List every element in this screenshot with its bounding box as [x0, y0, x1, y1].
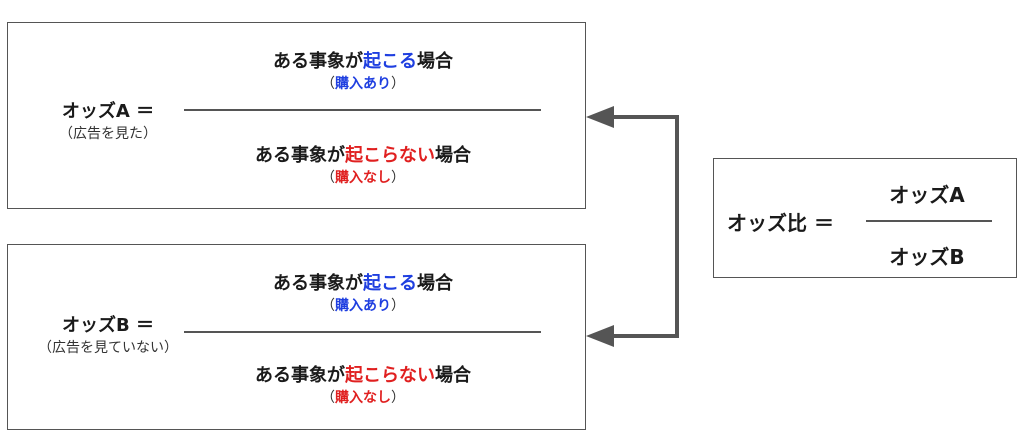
odds-ratio-fraction-line	[866, 220, 992, 222]
odds-b-denominator-post: 場合	[435, 365, 471, 386]
odds-a-numerator: ある事象が起こる場合	[188, 47, 538, 73]
odds-ratio-denominator: オッズB	[889, 245, 965, 269]
paren-close: ）	[391, 298, 405, 314]
odds-a-numerator-sub: （購入あり）	[188, 73, 538, 93]
paren-open: （	[321, 170, 335, 186]
paren-open: （	[321, 390, 335, 406]
odds-a-denominator-event: 起こらない	[345, 145, 435, 166]
paren-close: ）	[391, 390, 405, 406]
odds-b-box: オッズB ＝ （広告を見ていない） ある事象が起こる場合 （購入あり） ある事象…	[7, 244, 586, 430]
odds-b-label: オッズB ＝	[62, 315, 154, 336]
odds-b-denominator-pre: ある事象が	[255, 365, 345, 386]
purchase-yes-label: 購入あり	[335, 76, 391, 92]
odds-a-fraction-line	[184, 109, 541, 111]
odds-a-denominator-sub: （購入なし）	[188, 167, 538, 187]
odds-a-numerator-pre: ある事象が	[273, 51, 363, 72]
odds-a-box: オッズA ＝ （広告を見た） ある事象が起こる場合 （購入あり） ある事象が起こ…	[7, 22, 586, 209]
purchase-yes-label: 購入あり	[335, 298, 391, 314]
paren-close: ）	[391, 76, 405, 92]
odds-b-denominator: ある事象が起こらない場合	[188, 361, 538, 387]
odds-a-label: オッズA ＝	[61, 101, 155, 122]
arrow-head-to-odds-b	[586, 325, 614, 347]
odds-b-fraction-line	[184, 331, 541, 333]
odds-b-label-sub: （広告を見ていない）	[38, 340, 178, 356]
odds-ratio-box: オッズ比 ＝ オッズA オッズB	[713, 158, 1017, 278]
paren-open: （	[321, 76, 335, 92]
odds-b-numerator: ある事象が起こる場合	[188, 269, 538, 295]
odds-b-denominator-sub: （購入なし）	[188, 387, 538, 407]
odds-ratio-label: オッズ比 ＝	[727, 211, 834, 235]
arrow-head-to-odds-a	[586, 106, 614, 128]
paren-open: （	[321, 298, 335, 314]
odds-b-numerator-pre: ある事象が	[273, 273, 363, 294]
connector-bracket-line	[610, 115, 679, 338]
odds-b-numerator-event: 起こる	[363, 273, 417, 294]
odds-b-numerator-sub: （購入あり）	[188, 295, 538, 315]
odds-a-label-sub: （広告を見た）	[59, 126, 157, 142]
odds-a-numerator-event: 起こる	[363, 51, 417, 72]
odds-a-denominator: ある事象が起こらない場合	[188, 141, 538, 167]
odds-a-numerator-post: 場合	[417, 51, 453, 72]
purchase-no-label: 購入なし	[335, 170, 391, 186]
odds-a-denominator-post: 場合	[435, 145, 471, 166]
odds-ratio-numerator: オッズA	[889, 183, 965, 207]
odds-b-numerator-post: 場合	[417, 273, 453, 294]
odds-a-denominator-pre: ある事象が	[255, 145, 345, 166]
paren-close: ）	[391, 170, 405, 186]
odds-b-denominator-event: 起こらない	[345, 365, 435, 386]
purchase-no-label: 購入なし	[335, 390, 391, 406]
